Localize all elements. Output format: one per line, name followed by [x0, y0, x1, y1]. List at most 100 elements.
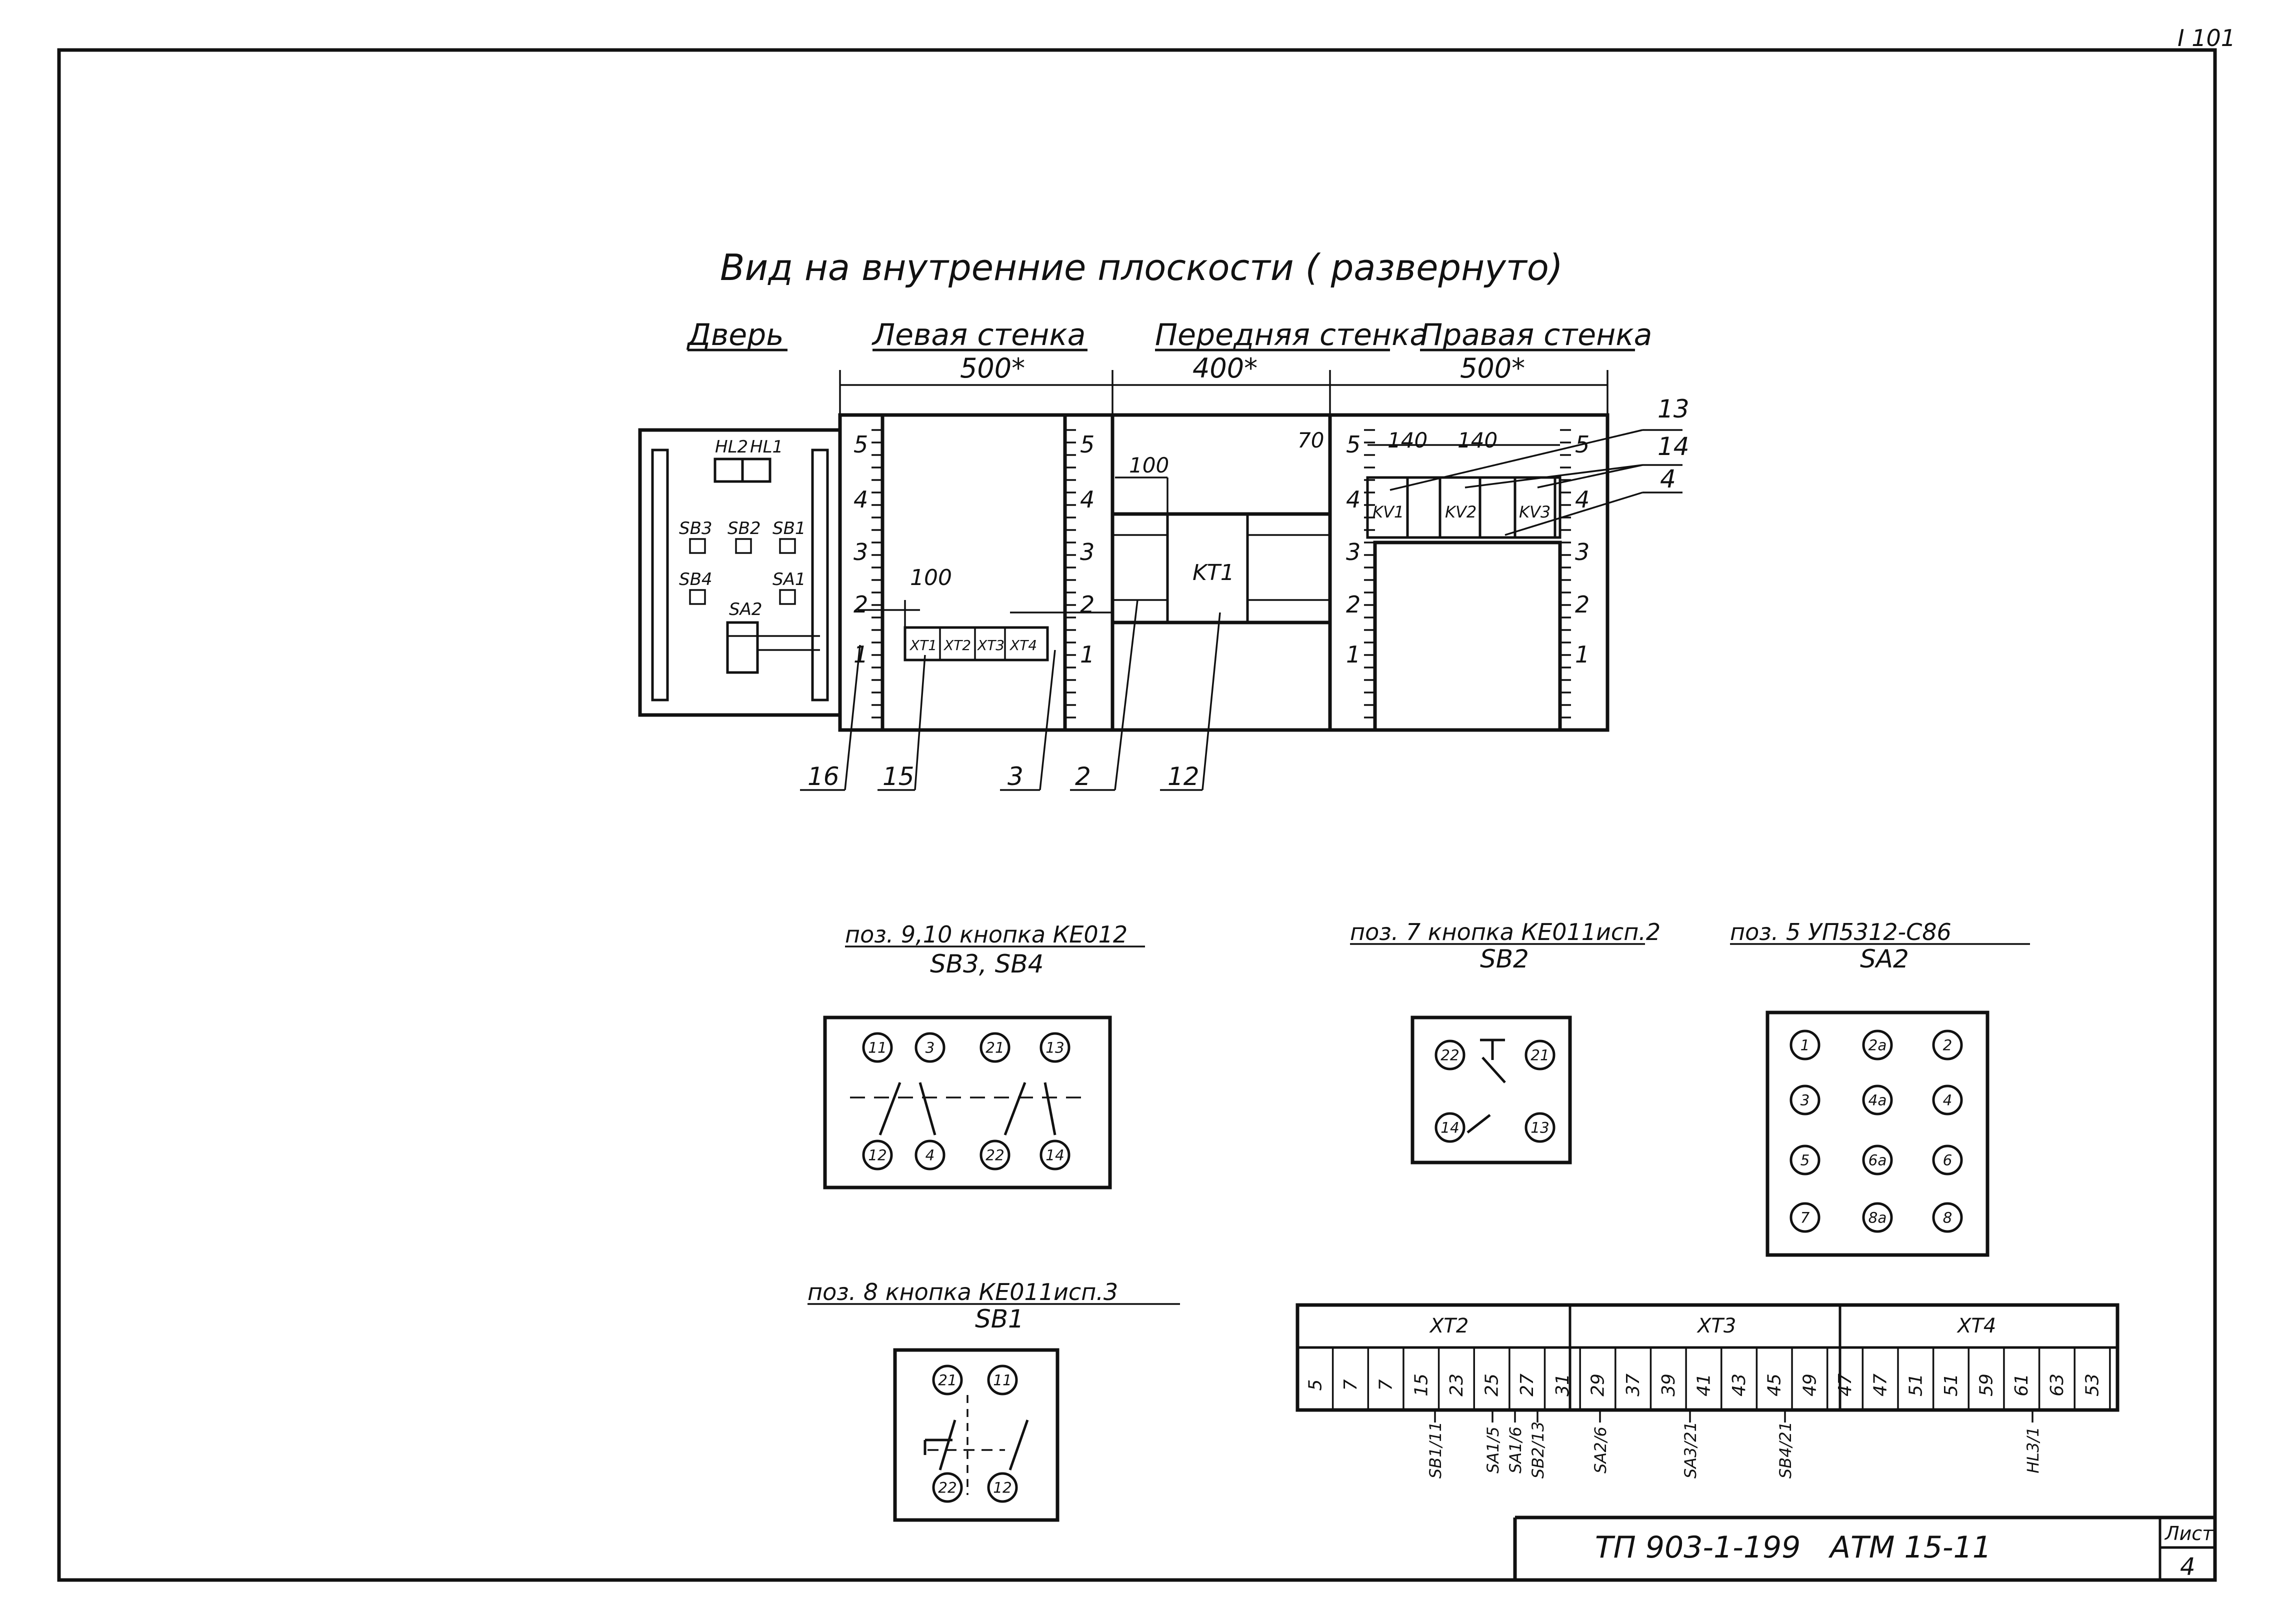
- front-device-kt1: KT1: [1192, 560, 1234, 586]
- strip-cell-label: 53: [2082, 1374, 2103, 1396]
- callout-15: 15: [882, 762, 914, 791]
- strip-cell-label: 37: [1623, 1374, 1644, 1396]
- ruler-label: 3: [1346, 538, 1360, 566]
- dim-left-wall: 500*: [960, 352, 1025, 384]
- strip-link-label: SB2/13: [1528, 1422, 1548, 1478]
- heading-left-wall: Левая стенка: [872, 318, 1086, 352]
- pin-label: 11: [868, 1040, 886, 1056]
- right-wall: KV1 KV2 KV3 70 140 140: [1298, 413, 1610, 732]
- callout-16: 16: [808, 762, 840, 791]
- pin-label: 2a: [1868, 1037, 1887, 1054]
- front-wall: KT1 100: [1110, 413, 1332, 732]
- pin-circle: [1862, 1144, 1893, 1176]
- pin-label: 22: [986, 1147, 1004, 1164]
- pin-circle: [1862, 1084, 1893, 1116]
- strip-cell-label: 39: [1658, 1374, 1679, 1396]
- callouts-bottom: 16 15 3 2 12: [800, 600, 1221, 791]
- ruler-label: 4: [1346, 486, 1360, 513]
- terminal-xt1: XT1: [909, 637, 937, 654]
- pin-circle: [862, 1140, 893, 1170]
- strip-link-label: SB4/21: [1776, 1422, 1795, 1478]
- detail-sb2-sub: SB2: [1480, 944, 1529, 974]
- pin-circle: [1524, 1112, 1556, 1143]
- ruler-label: 2: [1080, 591, 1094, 618]
- door-label-hl2: HL2: [715, 437, 748, 457]
- pin-label: 4: [926, 1147, 935, 1164]
- pin-label: 21: [938, 1372, 956, 1389]
- door-label-sa1: SA1: [772, 570, 806, 590]
- pin-circle: [987, 1472, 1018, 1503]
- pin-circle: [1932, 1144, 1963, 1176]
- pin-label: 6a: [1868, 1152, 1887, 1169]
- pin-circle: [932, 1472, 963, 1503]
- pin-label: 4: [1943, 1092, 1952, 1109]
- door-label-sa2: SA2: [729, 600, 762, 620]
- pin-label: 3: [926, 1040, 935, 1056]
- dim-140a: 140: [1388, 428, 1428, 452]
- pin-circle: [1434, 1112, 1466, 1143]
- pin-circle: [1040, 1140, 1070, 1170]
- relay-kv3: KV3: [1519, 502, 1550, 522]
- pin-label: 8: [1943, 1210, 1952, 1226]
- strip-group-xt4: XT4: [1956, 1314, 1996, 1338]
- ruler-label: 1: [1346, 641, 1360, 668]
- ruler-label: 4: [1080, 486, 1094, 513]
- pin-label: 13: [1046, 1040, 1064, 1056]
- pin-label: 6: [1943, 1152, 1952, 1169]
- strip-group-xt2: XT2: [1429, 1314, 1468, 1338]
- strip-cell-label: 7: [1340, 1379, 1361, 1390]
- strip-link-label: SA2/6: [1591, 1426, 1610, 1474]
- pin-circle: [1524, 1040, 1556, 1070]
- ruler-label: 1: [854, 641, 868, 668]
- callout-3: 3: [1008, 762, 1024, 791]
- pin-circle: [1932, 1202, 1963, 1233]
- pin-label: 14: [1440, 1120, 1459, 1136]
- ruler-label: 3: [1080, 538, 1094, 566]
- terminal-xt3: XT3: [976, 637, 1004, 654]
- ruler-label: 1: [1575, 641, 1590, 668]
- ruler-label: 3: [854, 538, 868, 566]
- terminal-xt2: XT2: [943, 637, 971, 654]
- pin-circle: [1790, 1144, 1820, 1176]
- heading-front-wall: Передняя стенка: [1155, 318, 1428, 352]
- ruler-label: 1: [1080, 641, 1094, 668]
- strip-cell-label: 51: [1941, 1374, 1962, 1396]
- pin-label: 21: [986, 1040, 1004, 1056]
- strip-cell-label: 43: [1729, 1374, 1750, 1396]
- callout-13: 13: [1658, 394, 1690, 424]
- relay-kv1: KV1: [1372, 502, 1404, 522]
- callout-4: 4: [1660, 464, 1676, 494]
- pin-circle: [1434, 1040, 1466, 1070]
- pin-circle: [1862, 1030, 1893, 1060]
- pin-label: 3: [1800, 1092, 1810, 1109]
- strip-group-xt3: XT3: [1696, 1314, 1736, 1338]
- strip-cell-label: 41: [1694, 1374, 1714, 1396]
- callouts-right: 13 14 4: [1390, 394, 1690, 536]
- door-label-hl1: HL1: [750, 437, 783, 457]
- pin-label: 5: [1800, 1152, 1810, 1169]
- pin-circle: [1790, 1084, 1820, 1116]
- pin-circle: [980, 1140, 1010, 1170]
- pin-circle: [914, 1140, 946, 1170]
- pin-label: 12: [868, 1147, 886, 1164]
- pin-circle: [987, 1364, 1018, 1396]
- pin-label: 12: [993, 1480, 1012, 1496]
- strip-cell-label: 49: [1800, 1374, 1820, 1396]
- door-label-sb1: SB1: [772, 518, 806, 538]
- strip-link-label: SA1/5: [1484, 1426, 1502, 1474]
- pin-circle: [932, 1364, 963, 1396]
- door-label-sb4: SB4: [679, 570, 712, 590]
- stamp-code: АТМ 15-11: [1828, 1530, 1992, 1565]
- strip-cell-label: 29: [1588, 1374, 1608, 1396]
- callout-2: 2: [1075, 762, 1091, 791]
- pin-label: 8a: [1868, 1210, 1887, 1226]
- ruler-label: 5: [1080, 431, 1094, 458]
- drawing-title: Вид на внутренние плоскости ( развернуто…: [720, 246, 1563, 288]
- ruler-label: 2: [1346, 591, 1360, 618]
